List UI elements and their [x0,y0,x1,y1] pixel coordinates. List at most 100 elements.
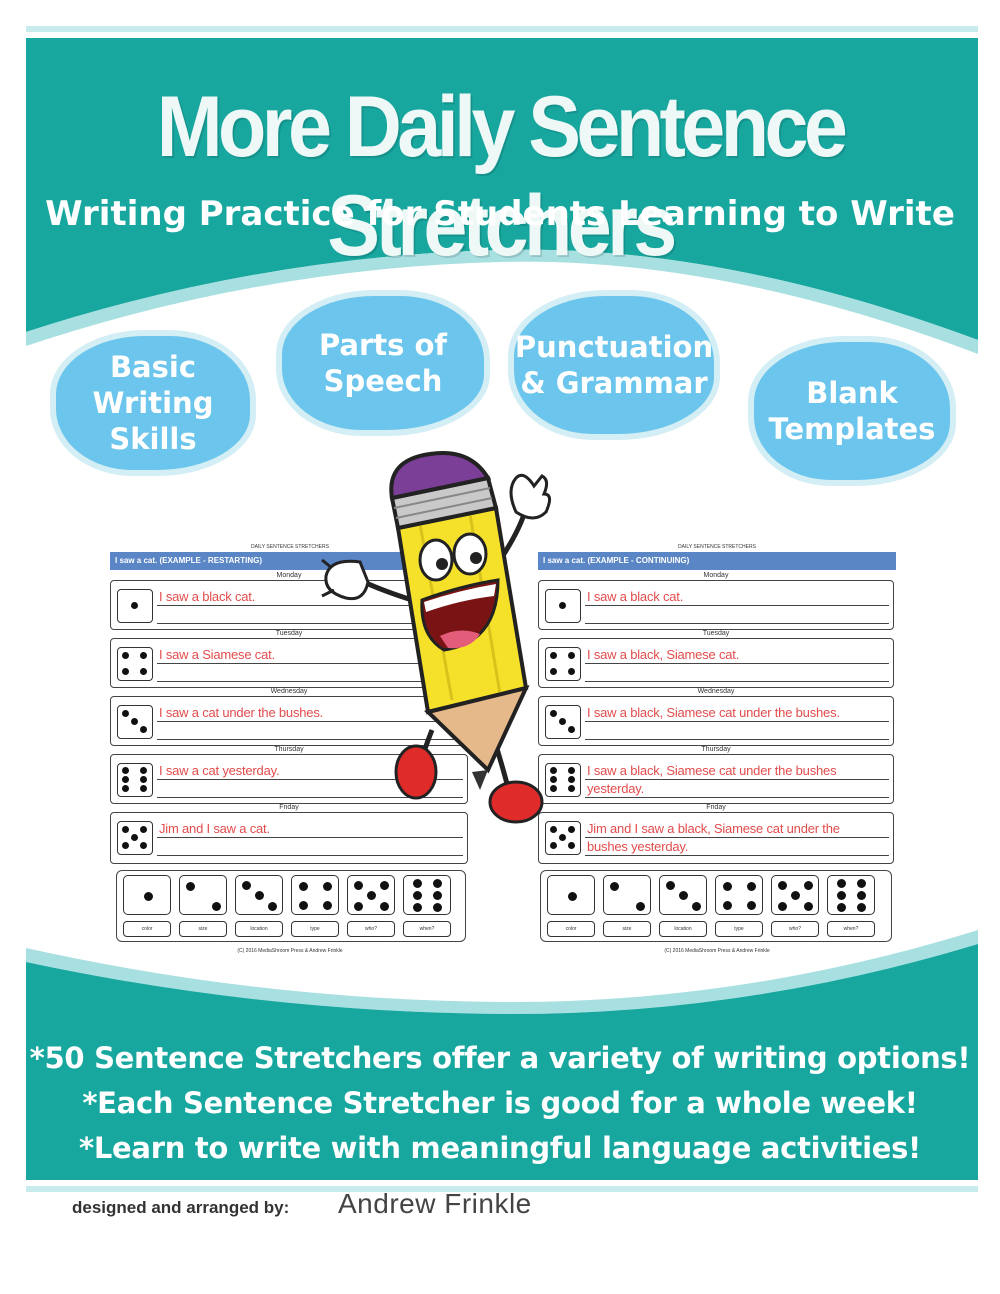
die-face-icon [347,875,395,915]
day-box-wednesday: Wednesday I saw a black, Siamese cat und… [538,688,894,746]
book-subtitle: Writing Practice for Students Learning t… [45,194,955,234]
pip [857,891,866,900]
sentence-line: I saw a black cat. [587,589,684,604]
pip [568,668,575,675]
category-label: location [235,921,283,937]
pip [140,726,147,733]
sentence-line: Jim and I saw a cat. [159,821,270,836]
pip [559,602,566,609]
pip [550,710,557,717]
ruling-line [157,739,463,740]
pip [568,652,575,659]
pip [559,718,566,725]
pip [140,767,147,774]
die-face-icon [771,875,819,915]
pip [550,785,557,792]
pip [140,668,147,675]
pip [212,902,221,911]
pip [354,881,363,890]
die-face-icon [117,821,153,855]
pip [568,785,575,792]
die-face-icon [291,875,339,915]
sentence-line: I saw a Siamese cat. [159,647,275,662]
pip [242,881,251,890]
worksheet-continuing: DAILY SENTENCE STRETCHERS I saw a cat. (… [538,544,896,954]
die-face-icon [403,875,451,915]
pip [131,718,138,725]
ruling-line [157,681,463,682]
pip [122,842,129,849]
pip [122,776,129,783]
die-face-icon [603,875,651,915]
pip [131,834,138,841]
die-face-icon [545,705,581,739]
pip [568,776,575,783]
pip [837,903,846,912]
worksheet-caption: DAILY SENTENCE STRETCHERS [678,544,756,550]
topic-label: Punctuation & Grammar [514,329,714,400]
topic-label: Parts of Speech [318,327,448,398]
pip [413,891,422,900]
worksheet-header: I saw a cat. (EXAMPLE - CONTINUING) [538,552,896,570]
day-label: Friday [706,804,726,811]
topic-bubble-basic-writing: Basic Writing Skills [50,330,256,476]
pip [857,879,866,888]
pip [723,901,732,910]
pip [559,834,566,841]
day-label: Monday [276,572,302,579]
category-label: size [603,921,651,937]
ruling-line [585,739,889,740]
die-face-icon [545,821,581,855]
pip [144,892,153,901]
pip [255,891,264,900]
pip [186,882,195,891]
day-label: Monday [703,572,729,579]
ruling-line [585,779,889,780]
die-face-icon [545,589,581,623]
pip [791,891,800,900]
pip [837,891,846,900]
die-face-icon [179,875,227,915]
worksheet-footer: (C) 2016 MediaShroom Press & Andrew Frin… [237,948,343,954]
sentence-line: I saw a black, Siamese cat under the bus… [587,705,840,720]
die-face-icon [715,875,763,915]
ruling-line [585,837,889,838]
category-label: location [659,921,707,937]
topic-bubble-blank-templates: Blank Templates [748,336,956,486]
day-box-monday: Monday I saw a black cat. [538,572,894,630]
pip [413,879,422,888]
pip [140,826,147,833]
ruling-line [157,797,463,798]
die-face-icon [659,875,707,915]
ruling-line [157,721,463,722]
ruling-line [585,855,889,856]
category-label: color [123,921,171,937]
pip [550,668,557,675]
worksheet-footer: (C) 2016 MediaShroom Press & Andrew Frin… [664,948,770,954]
category-label: type [715,921,763,937]
feature-bullet: *50 Sentence Stretchers offer a variety … [29,1041,971,1075]
ruling-line [585,663,889,664]
pip [323,901,332,910]
pip [550,652,557,659]
sentence-line: I saw a black, Siamese cat. [587,647,740,662]
pip [568,726,575,733]
topic-label: Blank Templates [768,375,936,446]
credit-label: designed and arranged by: [72,1198,290,1217]
ruling-line [585,681,889,682]
ruling-line [157,663,463,664]
pip [550,842,557,849]
day-label: Tuesday [275,630,303,637]
pip [666,881,675,890]
die-face-icon [117,589,153,623]
sentence-line: Jim and I saw a black, Siamese cat under… [587,821,840,836]
pip [140,785,147,792]
day-label: Thursday [701,746,731,753]
pip [268,902,277,911]
topic-label: Basic Writing Skills [92,349,214,457]
category-label: when? [827,921,875,937]
pip [122,785,129,792]
category-label: color [547,921,595,937]
dice-legend: color size location type who? when? [540,870,892,942]
